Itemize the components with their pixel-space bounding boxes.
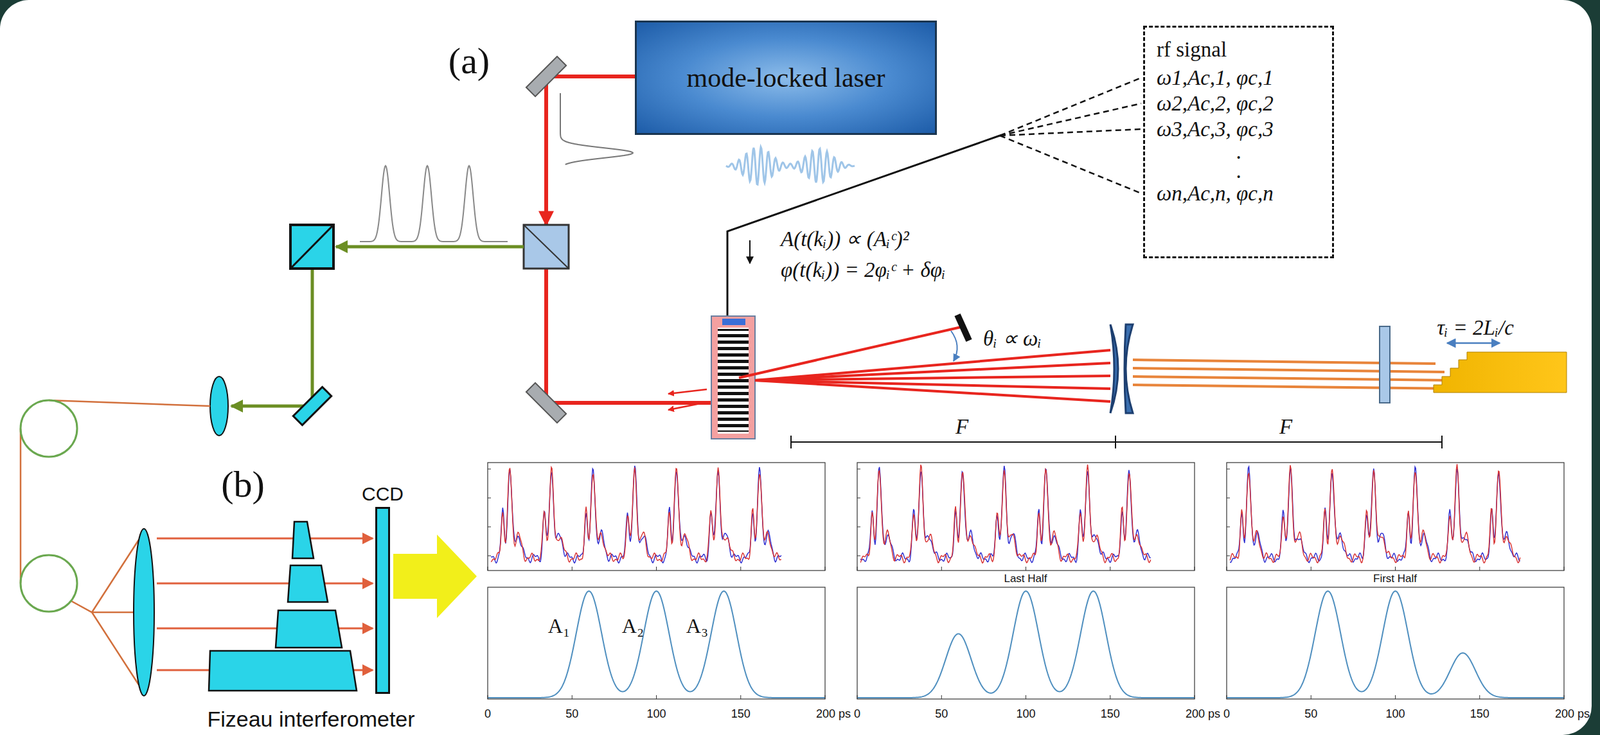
node-label: rf signal	[1156, 34, 1321, 65]
axis-tick: 200 ps	[1185, 708, 1221, 721]
rf-signal-box: rf signalω1,Ac,1, φc,1ω2,Ac,2, φc,2ω3,Ac…	[1143, 25, 1334, 259]
axis-tick: 50	[1304, 708, 1318, 721]
equation: φ(t(kᵢ)) = 2φᵢᶜ + δφᵢ	[780, 258, 946, 282]
axis-tick: 100	[646, 708, 666, 721]
node-label: mode-locked laser	[686, 62, 885, 94]
equation: A(t(kᵢ)) ∝ (Aᵢᶜ)²	[780, 227, 910, 251]
rf-wire	[727, 135, 1000, 317]
measured-trace	[490, 467, 782, 563]
reference-beam	[231, 268, 313, 407]
collimating-lens	[133, 528, 155, 696]
lens	[1124, 324, 1133, 414]
reference-beam	[336, 245, 524, 249]
reconstructed-pulse	[487, 591, 826, 698]
peak-label: A₁	[548, 614, 570, 638]
beam-stop	[957, 314, 969, 341]
pulse-sketch	[560, 93, 633, 165]
panel-letter: (a)	[448, 40, 490, 82]
laser-beam	[546, 76, 635, 225]
focal-dimension	[791, 435, 1442, 449]
rf-leader	[999, 129, 1142, 136]
angle-label: θᵢ ∝ ωᵢ	[983, 327, 1041, 351]
panel-letter: (b)	[221, 463, 265, 506]
measured-trace	[1229, 463, 1521, 563]
acousto-optic-modulator	[711, 316, 756, 439]
rf-component: ωn,Ac,n, φc,n	[1156, 180, 1321, 207]
laser-box: mode-locked laser	[634, 20, 937, 135]
reconstructed-pulse	[1226, 591, 1565, 698]
staircase-mirror	[1433, 352, 1567, 393]
axis-tick: 150	[1470, 708, 1490, 721]
fiber-loop	[20, 400, 78, 457]
fizeau-wedge	[208, 521, 357, 691]
mirror	[293, 386, 331, 425]
ccd-detector: CCD	[375, 506, 391, 694]
axis-tick: 50	[934, 708, 948, 721]
dimension: F	[1279, 415, 1293, 439]
plot-title: First Half	[1373, 573, 1417, 586]
measured-trace	[860, 464, 1151, 563]
focused-beams	[1132, 359, 1462, 389]
fiber	[20, 400, 211, 685]
polarizing-cube	[290, 224, 334, 269]
axis-tick: 0	[484, 708, 491, 721]
mirror	[526, 56, 567, 97]
axis-tick: 100	[1385, 708, 1405, 721]
rf-component: ω1,Ac,1, φc,1	[1156, 64, 1321, 91]
rf-component: ω2,Ac,2, φc,2	[1156, 90, 1321, 117]
delay-arrow	[1447, 342, 1500, 345]
peak-label: A₃	[686, 614, 709, 638]
reconstructed-pulse	[857, 591, 1195, 698]
measured-trace	[860, 465, 1151, 563]
axis-tick: 150	[1100, 708, 1120, 721]
rf-waveform	[726, 147, 855, 185]
axis-tick: 200 ps	[1555, 708, 1590, 721]
beam-splitter	[523, 224, 569, 269]
dimension: F	[955, 415, 969, 439]
rf-leader	[999, 77, 1142, 136]
axis-tick: 0	[1223, 708, 1230, 721]
lens	[1110, 324, 1119, 414]
zero-order-beam	[738, 326, 964, 378]
caption-label: Fizeau interferometer	[206, 707, 415, 732]
plot-title: Last Half	[1003, 573, 1047, 586]
axis-tick: 0	[853, 708, 861, 721]
coupling-lens	[210, 376, 229, 436]
diffracted-beams	[755, 350, 1111, 402]
axis-tick: 150	[731, 708, 751, 721]
plot-frame	[487, 462, 1565, 700]
axis-tick: 100	[1015, 708, 1036, 721]
axis-tick: 200 ps	[816, 708, 851, 721]
measured-trace	[490, 465, 782, 563]
rf-leader	[999, 103, 1142, 136]
laser-beam	[546, 268, 712, 403]
peak-label: A₂	[622, 614, 644, 638]
pulse-train	[359, 165, 508, 242]
fiber-loop	[20, 555, 78, 612]
axis-tick: 50	[565, 708, 579, 721]
rf-component: ω3,Ac,3, φc,3	[1156, 116, 1321, 143]
yellow-arrow	[393, 534, 477, 619]
window-plate	[1379, 326, 1390, 403]
delay-label: τᵢ = 2Lᵢ/c	[1436, 316, 1514, 340]
mirror	[526, 382, 567, 423]
rf-component: .	[1156, 161, 1321, 181]
angle-arc	[951, 330, 958, 362]
node-label: CCD	[361, 483, 404, 506]
rf-component: .	[1156, 142, 1321, 162]
rf-leader	[999, 135, 1142, 194]
